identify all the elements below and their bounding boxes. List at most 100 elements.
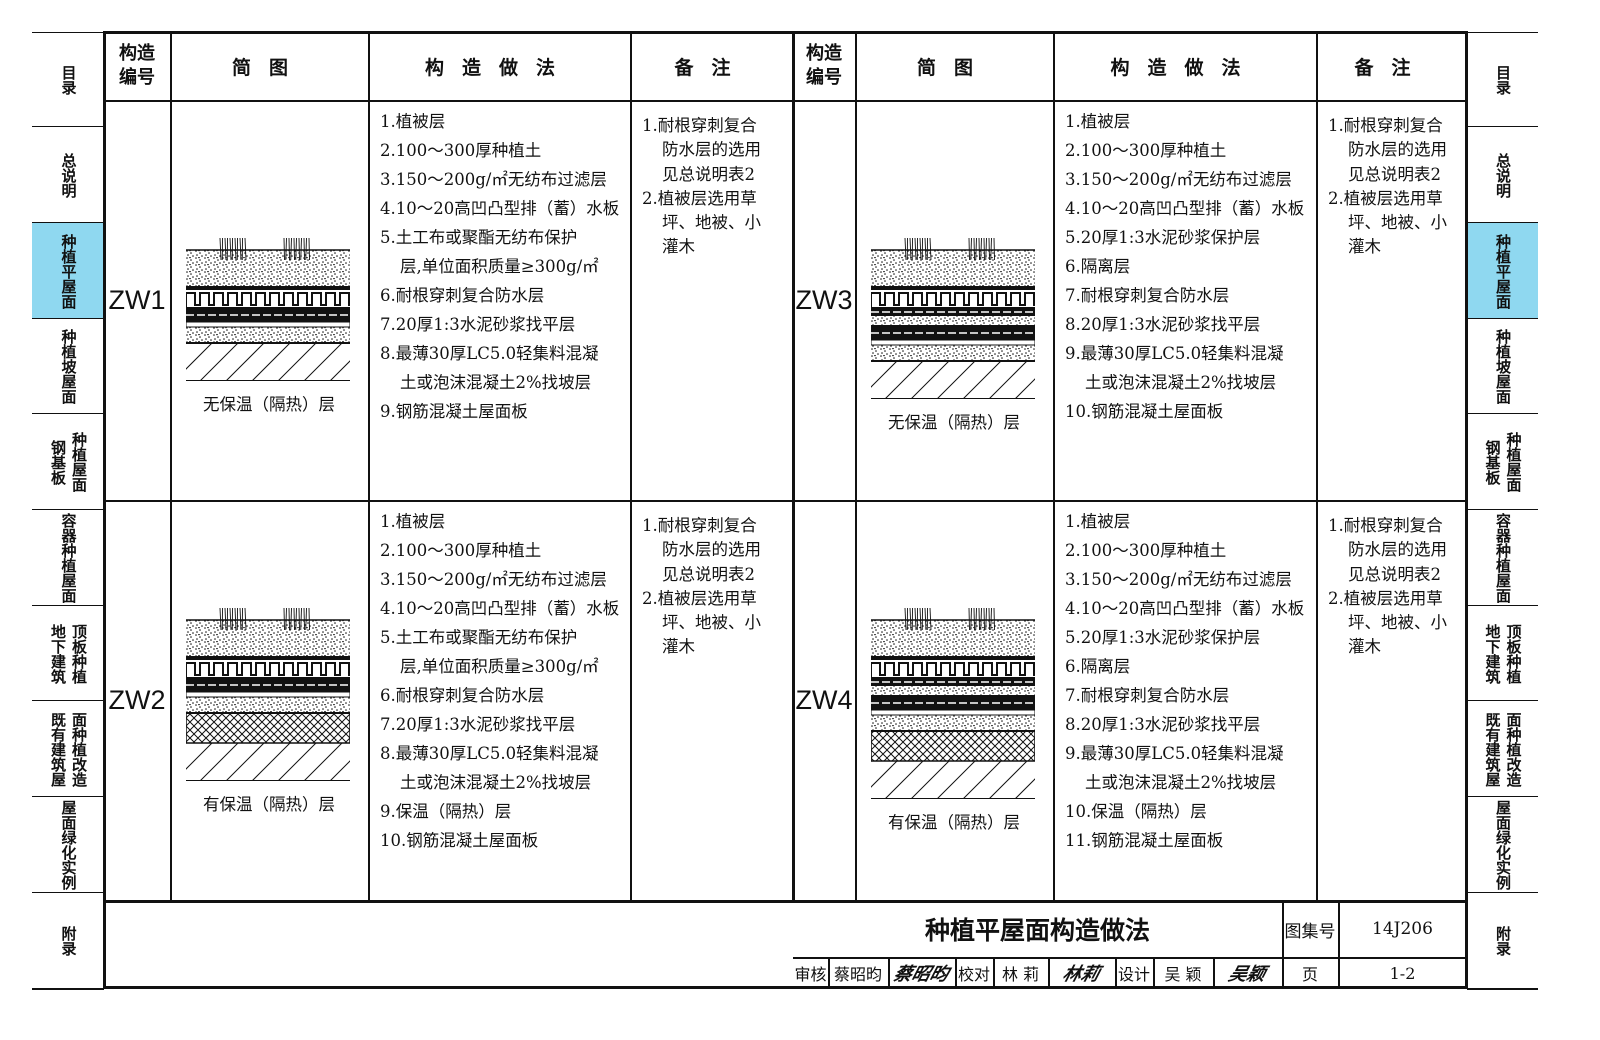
side-tab-label: 种植坡屋面 <box>59 329 78 404</box>
side-tab-left-3[interactable]: 种植坡屋面 <box>32 318 104 414</box>
method-line: 1.植被层 <box>380 512 446 531</box>
side-tab-label: 附录 <box>1494 926 1512 956</box>
method-line: 层,单位面积质量≥300g/㎡ <box>400 257 599 276</box>
note-line: 见总说明表2 <box>662 564 755 584</box>
method-line: 9.最薄30厚LC5.0轻集料混凝 <box>1065 744 1284 763</box>
method-line: 2.100～300厚种植土 <box>1065 541 1227 560</box>
method-line: 1.植被层 <box>1065 112 1131 131</box>
sig-col-line <box>1282 958 1284 988</box>
drainage-board-layer <box>186 662 350 678</box>
side-tab-right-2[interactable]: 种植平屋面 <box>1467 222 1538 319</box>
method-line: 6.耐根穿刺复合防水层 <box>380 686 545 705</box>
side-tab-right-1[interactable]: 总说明 <box>1467 126 1538 223</box>
method-line: 土或泡沫混凝土2%找坡层 <box>400 373 592 392</box>
side-tab-left-4[interactable]: 种植屋面钢基板 <box>32 413 104 510</box>
note-line: 防水层的选用 <box>662 540 761 560</box>
sig-col-line <box>888 958 890 988</box>
side-tab-right-8[interactable]: 屋面绿化实例 <box>1467 796 1538 893</box>
title-row-line <box>793 957 1467 959</box>
filter-layer <box>871 286 1035 290</box>
slab-hatch <box>225 742 265 781</box>
side-tab-left-8[interactable]: 屋面绿化实例 <box>32 796 104 893</box>
note-line: 坪、地被、小 <box>662 213 761 233</box>
side-tab-right-4[interactable]: 种植屋面钢基板 <box>1467 413 1538 510</box>
side-tab-right-7[interactable]: 面种植改造既有建筑屋 <box>1467 700 1538 797</box>
side-tab-left-0[interactable]: 目录 <box>32 32 104 127</box>
slab-hatch <box>303 342 343 381</box>
side-tab-label: 种植平屋面 <box>1494 233 1512 309</box>
column-line <box>855 32 857 900</box>
method-line: 10.钢筋混凝土屋面板 <box>380 831 539 850</box>
designer: 吴 颖 <box>1164 965 1202 984</box>
side-tab-label: 既有建筑屋 <box>49 711 67 787</box>
method-line: 9.保温（隔热）层 <box>380 802 512 821</box>
checker-sig: 林莉 <box>1060 964 1102 985</box>
side-tab-left-7[interactable]: 面种植改造既有建筑屋 <box>32 700 104 797</box>
sig-col-line <box>1048 958 1050 988</box>
side-tab-label: 地下建筑 <box>49 623 67 684</box>
table-bottom <box>104 900 1467 903</box>
side-tab-label: 目录 <box>1494 65 1512 95</box>
method-line: 2.100～300厚种植土 <box>1065 141 1227 160</box>
slab-hatch <box>1014 778 1035 799</box>
side-tab-right-0[interactable]: 目录 <box>1467 32 1538 127</box>
side-tab-label: 屋面绿化实例 <box>1494 800 1512 890</box>
row-divider <box>104 500 1467 502</box>
construction-code: ZW1 <box>108 284 166 315</box>
side-tab-label: 目录 <box>59 65 78 95</box>
method-line: 10.钢筋混凝土屋面板 <box>1065 402 1224 421</box>
soil-layer <box>871 250 1035 286</box>
note-line: 2.植被层选用草 <box>642 188 757 208</box>
note-line: 防水层的选用 <box>1348 540 1447 560</box>
side-tab-label: 钢基板 <box>49 439 67 485</box>
side-tab-left-9[interactable]: 附录 <box>32 892 104 989</box>
insulation-layer <box>871 730 1035 762</box>
note-line: 见总说明表2 <box>662 164 755 184</box>
concrete-layer <box>186 327 350 343</box>
reviewer-sig: 蔡昭昀 <box>891 964 951 985</box>
construction-code: ZW4 <box>795 684 853 715</box>
method-line: 1.植被层 <box>1065 512 1131 531</box>
note-line: 灌木 <box>1348 237 1381 257</box>
side-tab-left-6[interactable]: 顶板种植地下建筑 <box>32 605 104 701</box>
drawing-title: 种植平屋面构造做法 <box>924 916 1150 945</box>
method-line: 土或泡沫混凝土2%找坡层 <box>400 773 592 792</box>
slab-hatch <box>910 360 950 399</box>
method-line: 土或泡沫混凝土2%找坡层 <box>1085 773 1277 792</box>
side-tab-label: 容器种植屋面 <box>1494 513 1512 603</box>
check-label: 校对 <box>957 965 990 984</box>
slab-hatch <box>988 360 1028 399</box>
method-line: 3.150～200g/㎡无纺布过滤层 <box>1065 570 1292 589</box>
drainage-board-layer <box>186 292 350 308</box>
header-notes: 备注 <box>1354 56 1429 79</box>
side-tab-right-9[interactable]: 附录 <box>1467 892 1538 989</box>
method-line: 4.10～20高凹凸型排（蓄）水板 <box>380 599 620 618</box>
side-tab-label: 种植坡屋面 <box>1494 329 1512 404</box>
designer-sig: 吴颖 <box>1226 964 1268 985</box>
side-tab-left-1[interactable]: 总说明 <box>32 126 104 223</box>
slab-hatch <box>199 742 239 781</box>
sig-col-line <box>993 958 995 988</box>
sig-col-line <box>1115 958 1117 988</box>
header-code-cell: 构造编号 <box>793 32 855 100</box>
side-tab-left-5[interactable]: 容器种植屋面 <box>32 509 104 606</box>
note-line: 灌木 <box>662 237 695 257</box>
side-tab-right-6[interactable]: 顶板种植地下建筑 <box>1467 605 1538 701</box>
method-line: 7.耐根穿刺复合防水层 <box>1065 286 1230 305</box>
method-line: 1.植被层 <box>380 112 446 131</box>
side-tab-right-3[interactable]: 种植坡屋面 <box>1467 318 1538 414</box>
method-line: 8.20厚1:3水泥砂浆找平层 <box>1065 315 1261 334</box>
side-tab-left-2[interactable]: 种植平屋面 <box>32 222 104 319</box>
slab-hatch <box>884 360 924 399</box>
screed-layer <box>186 321 350 328</box>
insulation-layer <box>186 712 350 744</box>
side-tab-label: 既有建筑屋 <box>1483 711 1502 787</box>
side-tab-right-5[interactable]: 容器种植屋面 <box>1467 509 1538 606</box>
sig-col-line <box>955 958 957 988</box>
construction-code: ZW2 <box>108 684 166 715</box>
layer-section-diagram <box>871 607 1035 799</box>
note-line: 防水层的选用 <box>662 140 761 160</box>
